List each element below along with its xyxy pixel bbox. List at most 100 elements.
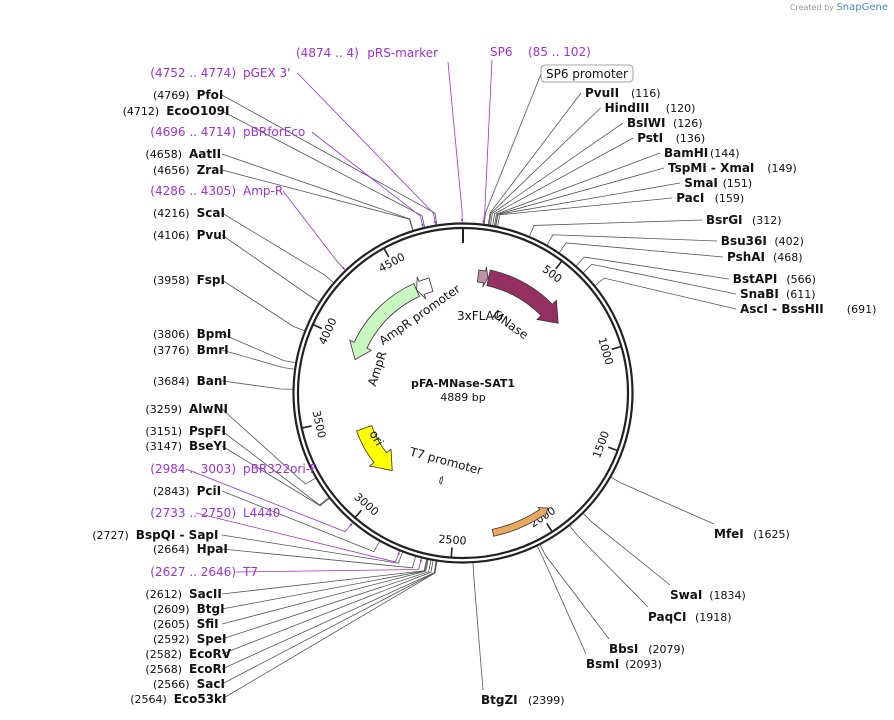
site-hpai-position: (2664) [153,543,190,556]
primer-t7-position: (2627 .. 2646) [150,565,236,579]
site-pspfi-position: (3151) [145,425,182,438]
site-snabi-leader [582,263,737,295]
site-pvui-leader [221,234,320,303]
feature-label-3xflag: 3xFLAG [457,309,503,323]
site-bani-leader [221,380,294,390]
site-bsiwi-position: (126) [673,117,703,130]
site-saci-name: SacI [197,677,225,691]
site-eco53ki-leader [221,560,438,700]
tick-label-2500: 2500 [438,533,467,548]
plasmid-name: pFA-MNase-SAT1 [411,377,515,390]
site-snabi-name: SnaBI [740,287,779,301]
snapgene-credit: Created by SnapGene [790,2,888,13]
primer-pbrforeco-leader [311,131,424,228]
site-scai-name: ScaI [197,206,225,220]
site-paci-name: PacI [676,191,704,205]
site-bpmi-name: BpmI [197,327,232,341]
site-bseyi-name: BseYI [189,439,227,453]
feature-ampr-promoter-arrow [416,276,434,300]
top-label-sp6-name: SP6 [490,45,513,59]
primer-pbrforeco-name: pBRforEco [243,125,305,139]
primer-pgex-3-name: pGEX 3' [243,66,290,80]
site-ecoo109i-leader [221,110,426,228]
site-ecorv-name: EcoRV [189,647,232,661]
site-sacii-name: SacII [189,587,222,601]
site-bpmi-position: (3806) [153,328,190,341]
credit-prefix: Created by [789,3,834,12]
site-mfei-name: MfeI [714,527,744,541]
primer-amp-r-position: (4286 .. 4305) [150,184,236,198]
site-hindiii-position: (120) [666,102,696,115]
site-bsrgi-name: BsrGI [706,213,743,227]
feature-ori-arrow [356,425,393,472]
site-pvuii-name: PvuII [585,86,619,100]
feature-label-ori: ori [366,428,386,449]
site-psti-name: PstI [637,131,663,145]
site-ecorv-position: (2582) [145,648,182,661]
site-paqci-name: PaqCI [648,610,686,624]
site-pfoi-leader [221,94,438,226]
site-scai-position: (4216) [153,207,190,220]
site-bsu36i-position: (402) [774,235,804,248]
tick-mark-3500 [301,425,312,429]
primer-pbr322ori-f-leader [185,468,354,533]
primer-amp-r-leader [282,190,346,271]
site-alwni-position: (3259) [145,403,182,416]
site-pvuii-position: (116) [631,87,661,100]
site-pshai-position: (468) [773,251,803,264]
feature-ampr-arrow [349,283,421,361]
site-spei-leader [221,559,432,640]
tick-label-3500: 3500 [310,409,329,439]
site-ecorv-leader [221,560,434,655]
top-label-prs-marker-name: pRS-marker [367,46,438,60]
feature-mnase-arrow [486,269,559,324]
site-spei-position: (2592) [153,633,190,646]
feature-t7-promoter-arrow [438,476,443,485]
sp6-promoter-box [540,64,634,83]
site-bspqi-sapi-position: (2727) [92,529,129,542]
label-leader-lines [185,59,737,700]
site-btgi-name: BtgI [197,602,225,616]
top-label-prs-marker-leader [447,61,463,224]
site-bamhi-leader [493,152,661,226]
site-swai-leader [582,513,671,586]
feature-label-ampr: AmpR [365,350,389,388]
primer-pbr322ori-f-name: pBR322ori-F [243,462,317,476]
site-aatii-position: (4658) [145,148,182,161]
tick-label-4000: 4000 [316,316,339,347]
site-bpmi-leader [221,333,296,364]
top-label-sp6-leader [482,59,493,225]
primer-l4440-binding-mark [397,552,400,555]
feature-3xflag-arrow [476,266,489,288]
site-pvui-position: (4106) [153,229,190,242]
site-bsmi-name: BsmI [586,657,619,671]
site-scai-leader [221,212,334,284]
primer-amp-r-name: Amp-R [243,184,283,198]
site-eco53ki-name: Eco53kI [174,692,227,706]
feature-label-t7-promoter: T7 promoter [407,444,484,477]
top-label-sp6-promoter-name: SP6 promoter [546,67,628,81]
site-bsu36i-name: Bsu36I [721,234,767,248]
site-pcii-leader [221,490,381,553]
site-pcii-name: PciI [197,484,222,498]
site-fspi-position: (3958) [153,274,190,287]
site-pshai-name: PshAI [727,250,765,264]
primer-pbrforeco-position: (4696 .. 4714) [150,125,236,139]
site-hpai-leader [221,548,417,569]
primer-l4440-position: (2733 .. 2750) [150,506,236,520]
primer-t7-leader [235,557,422,573]
site-bsiwi-leader [490,122,624,226]
top-label-sp6-promoter-leader [483,73,542,225]
site-bmri-position: (3776) [153,344,190,357]
site-asci-bsshii-name: AscI - BssHII [740,302,824,316]
site-bstapi-leader [575,256,729,280]
site-tspmi-xmai-name: TspMI - XmaI [668,161,754,175]
site-hindiii-leader [488,107,601,226]
site-pfoi-name: PfoI [197,88,224,102]
site-spei-name: SpeI [197,632,227,646]
backbone-ring [292,222,634,564]
site-alwni-name: AlwNI [189,402,228,416]
